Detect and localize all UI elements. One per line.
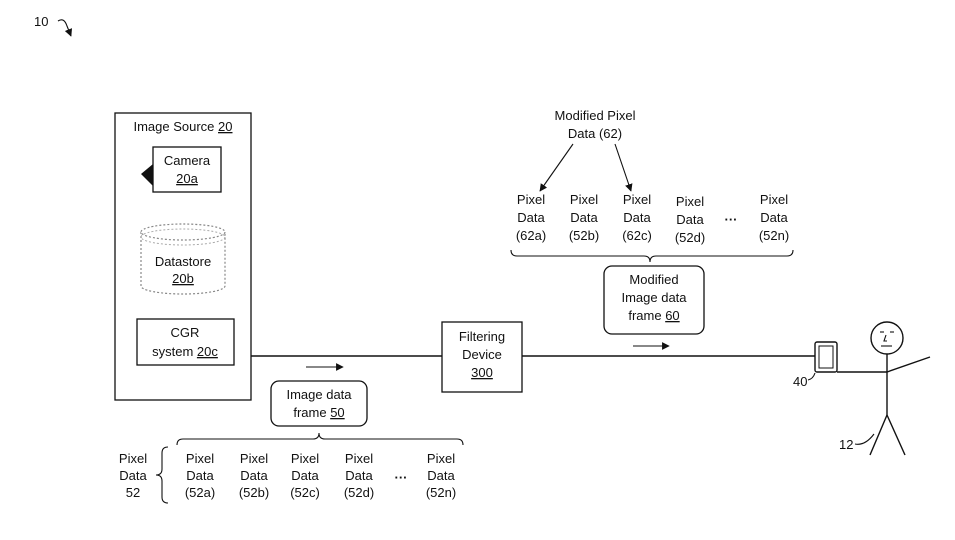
device-ref-label: 40 bbox=[793, 374, 807, 389]
frame50-line1: Image data bbox=[286, 387, 352, 402]
image-frame-50-box bbox=[270, 380, 368, 427]
arrow-to-62a bbox=[539, 143, 574, 192]
pixel-item-52d: Pixel Data (52d) bbox=[344, 451, 374, 500]
pixel-52b-line3: (52b) bbox=[239, 485, 269, 500]
pixel-62a-line3: (62a) bbox=[516, 228, 546, 243]
pixel-62c-line1: Pixel bbox=[623, 192, 651, 207]
camera-ref: 20a bbox=[176, 171, 198, 186]
pixel-52b-line1: Pixel bbox=[240, 451, 268, 466]
datastore-cylinder bbox=[140, 223, 226, 295]
pixel-data-52-brace bbox=[155, 446, 169, 504]
pixel-62d-line3: (52d) bbox=[675, 230, 705, 245]
pixel-item-62c: Pixel Data (62c) bbox=[622, 192, 652, 243]
camera-label: Camera bbox=[164, 153, 211, 168]
cgr-label: CGR bbox=[171, 325, 200, 340]
pixel-52a-line3: (52a) bbox=[185, 485, 215, 500]
pixel-52b-line2: Data bbox=[240, 468, 268, 483]
filtering-label: Filtering bbox=[459, 329, 505, 344]
frame50-line2: frame 50 bbox=[293, 405, 344, 420]
pixel-data-62-group: Pixel Data (62a) Pixel Data (52b) Pixel … bbox=[516, 192, 789, 245]
pixel-52n-line1: Pixel bbox=[427, 451, 455, 466]
datastore-label: Datastore bbox=[155, 254, 211, 269]
pixel-item-52a: Pixel Data (52a) bbox=[185, 451, 215, 500]
pixel-52n-line2: Data bbox=[427, 468, 455, 483]
pixel-item-52c: Pixel Data (52c) bbox=[290, 451, 320, 500]
frame60-line1: Modified bbox=[629, 272, 678, 287]
pixel-52d-line1: Pixel bbox=[345, 451, 373, 466]
pixel-52c-line2: Data bbox=[291, 468, 319, 483]
pixel-52-ellipsis: ··· bbox=[395, 470, 408, 485]
modified-pixel-62-line2: Data (62) bbox=[568, 126, 622, 141]
pixel-62n-line3: (52n) bbox=[759, 228, 789, 243]
user-stick-figure bbox=[837, 321, 931, 456]
device-label: Device bbox=[462, 347, 502, 362]
pixel-62-ellipsis: ··· bbox=[725, 212, 738, 227]
frame60-group-brace bbox=[510, 249, 794, 263]
camera-lens-icon bbox=[141, 164, 153, 186]
filtering-device-box bbox=[441, 321, 523, 393]
cgr-system-box bbox=[136, 318, 235, 366]
pixel-data-52-line2: Data bbox=[119, 468, 147, 483]
pixel-62b-line2: Data bbox=[570, 210, 598, 225]
figure-ref-arrow bbox=[57, 19, 73, 37]
pixel-62a-line1: Pixel bbox=[517, 192, 545, 207]
pixel-52d-line2: Data bbox=[345, 468, 373, 483]
frame60-line3: frame 60 bbox=[628, 308, 679, 323]
pixel-item-52n: Pixel Data (52n) bbox=[426, 451, 456, 500]
frame50-group-brace bbox=[176, 432, 464, 446]
pixel-62b-line1: Pixel bbox=[570, 192, 598, 207]
pixel-item-62d: Pixel Data (52d) bbox=[675, 194, 705, 245]
pixel-item-62n: Pixel Data (52n) bbox=[759, 192, 789, 243]
frame60-line2: Image data bbox=[621, 290, 687, 305]
user-ref-label: 12 bbox=[839, 437, 853, 452]
pixel-62c-line2: Data bbox=[623, 210, 651, 225]
filtering-device-ref: 300 bbox=[471, 365, 493, 380]
pixel-52n-line3: (52n) bbox=[426, 485, 456, 500]
modified-pixel-62-line1: Modified Pixel bbox=[555, 108, 636, 123]
pixel-62a-line2: Data bbox=[517, 210, 545, 225]
camera-box bbox=[152, 146, 222, 193]
modified-frame-60-box bbox=[603, 265, 705, 335]
figure-ref-label: 10 bbox=[34, 14, 48, 29]
user-ref-leader bbox=[854, 433, 875, 445]
pixel-item-62a: Pixel Data (62a) bbox=[516, 192, 546, 243]
pixel-52a-line1: Pixel bbox=[186, 451, 214, 466]
pixel-52c-line1: Pixel bbox=[291, 451, 319, 466]
cgr-system-label: system 20c bbox=[152, 344, 218, 359]
display-device-screen bbox=[818, 345, 834, 369]
display-device-icon bbox=[814, 341, 838, 373]
pixel-data-52-group: Pixel Data (52a) Pixel Data (52b) Pixel … bbox=[185, 451, 456, 500]
pixel-62c-line3: (62c) bbox=[622, 228, 652, 243]
pixel-62d-line2: Data bbox=[676, 212, 704, 227]
pixel-62b-line3: (52b) bbox=[569, 228, 599, 243]
arrow-to-62c bbox=[614, 143, 633, 192]
pixel-data-52-line1: Pixel bbox=[119, 451, 147, 466]
pixel-52d-line3: (52d) bbox=[344, 485, 374, 500]
pixel-data-52-line3: 52 bbox=[126, 485, 140, 500]
pixel-item-62b: Pixel Data (52b) bbox=[569, 192, 599, 243]
datastore-ref: 20b bbox=[172, 271, 194, 286]
pixel-52a-line2: Data bbox=[186, 468, 214, 483]
pixel-62n-line1: Pixel bbox=[760, 192, 788, 207]
image-source-title: Image Source 20 bbox=[133, 119, 232, 134]
pixel-item-52b: Pixel Data (52b) bbox=[239, 451, 269, 500]
pixel-52c-line3: (52c) bbox=[290, 485, 320, 500]
device-ref-leader bbox=[807, 372, 816, 381]
pixel-62d-line1: Pixel bbox=[676, 194, 704, 209]
pixel-62n-line2: Data bbox=[760, 210, 788, 225]
